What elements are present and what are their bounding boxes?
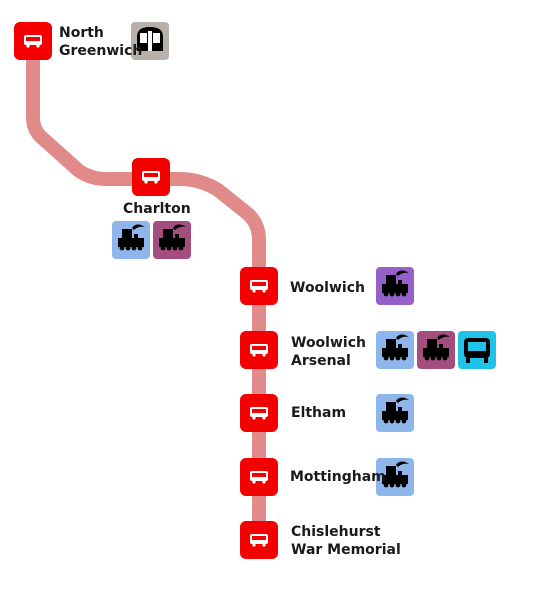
- route-line: [26, 34, 266, 548]
- stop-label: Chislehurst War Memorial: [291, 524, 401, 558]
- stop-marker[interactable]: [240, 394, 278, 432]
- stop-label: Woolwich: [290, 280, 365, 296]
- steam-train-icon: [376, 331, 414, 369]
- stop-marker[interactable]: [14, 22, 52, 60]
- stop-marker[interactable]: [240, 267, 278, 305]
- underground-train-icon: [131, 22, 169, 60]
- stop-marker[interactable]: [240, 331, 278, 369]
- stop-label: Charlton: [123, 201, 191, 217]
- stop-label: Mottingham: [290, 469, 386, 485]
- stop-label: Eltham: [291, 405, 347, 421]
- stop-marker[interactable]: [240, 521, 278, 559]
- steam-train-icon: [376, 458, 414, 496]
- stop-label: North Greenwich: [59, 25, 143, 59]
- stop-marker[interactable]: [240, 458, 278, 496]
- steam-train-icon: [376, 394, 414, 432]
- steam-train-icon: [112, 221, 150, 259]
- steam-train-icon: [376, 267, 414, 305]
- light-rail-icon: [458, 331, 496, 369]
- stop-label: Woolwich Arsenal: [291, 335, 366, 369]
- steam-train-icon: [417, 331, 455, 369]
- stop-marker[interactable]: [132, 158, 170, 196]
- steam-train-icon: [153, 221, 191, 259]
